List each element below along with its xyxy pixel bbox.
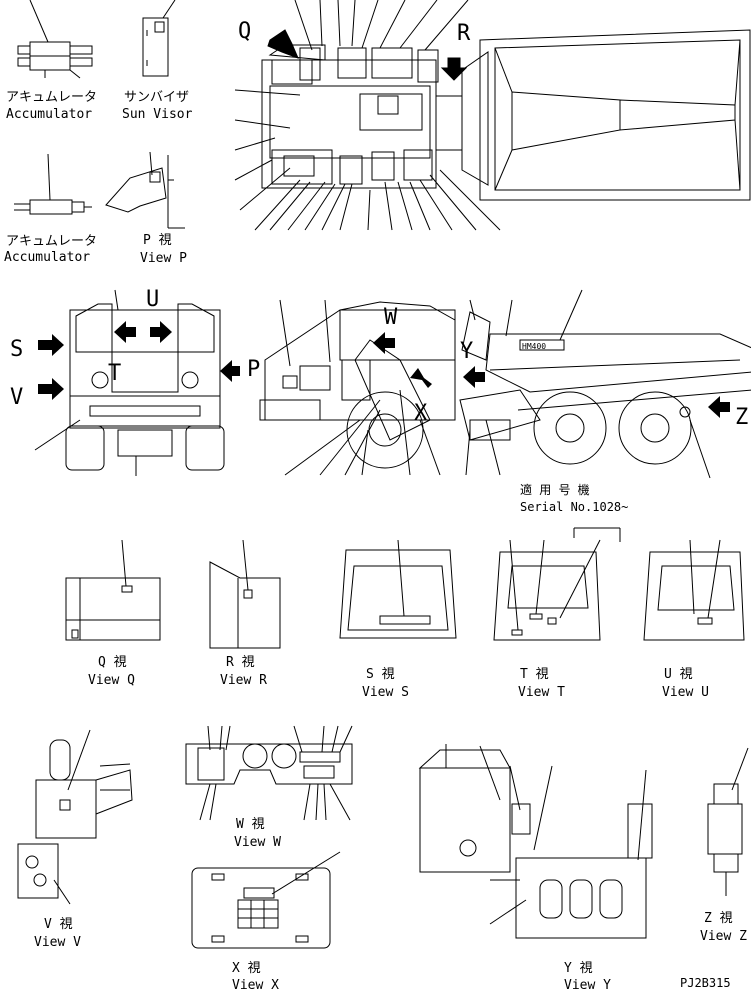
- view-z-en-label: View Z: [700, 929, 747, 944]
- view-letter-v: V: [10, 385, 23, 410]
- view-y-en-label: View Y: [564, 978, 611, 991]
- view-t-drawing: [493, 527, 621, 641]
- truck-side-view: HM400: [259, 289, 751, 479]
- view-v-en-label: View V: [34, 935, 81, 950]
- view-s-drawing: [339, 539, 457, 639]
- truck-front-view: [34, 289, 225, 476]
- view-w-drawing: [185, 725, 353, 821]
- view-letter-r: R: [457, 21, 471, 46]
- view-letter-s: S: [10, 337, 23, 362]
- arrow-r-icon: [440, 57, 468, 81]
- view-letter-z: Z: [735, 405, 748, 430]
- view-s-jp-label: S 視: [366, 667, 395, 682]
- view-t-en-label: View T: [518, 685, 565, 700]
- view-y-jp-label: Y 視: [564, 961, 593, 976]
- view-q-drawing: [65, 539, 161, 641]
- arrow-right-icon: [150, 321, 172, 343]
- truck-top-view: [234, 0, 751, 231]
- model-badge-text: HM400: [522, 342, 546, 351]
- view-z-jp-label: Z 視: [704, 911, 733, 926]
- view-letter-q: Q: [238, 19, 251, 44]
- sunvisor-part: [142, 0, 176, 77]
- accumulator2-jp-label: アキュムレータ: [6, 234, 97, 249]
- arrow-p-icon: [220, 360, 240, 382]
- view-letter-w: W: [384, 305, 398, 330]
- view-z-drawing: [707, 747, 749, 896]
- view-letter-t: T: [108, 361, 121, 386]
- view-p-en-label: View P: [140, 251, 187, 266]
- drawing-number: PJ2B315: [680, 976, 731, 990]
- arrow-y-icon: [463, 366, 485, 388]
- sunvisor-jp-label: サンバイザ: [124, 90, 189, 105]
- arrow-left-icon: [114, 321, 136, 343]
- accumulator2-en-label: Accumulator: [4, 250, 90, 265]
- view-w-en-label: View W: [234, 835, 281, 850]
- arrow-v-icon: [38, 378, 64, 400]
- view-x-jp-label: X 視: [232, 961, 261, 976]
- view-u-jp-label: U 視: [664, 667, 693, 682]
- view-y-drawing: [418, 744, 653, 939]
- view-x-drawing: [191, 851, 341, 949]
- view-v-drawing: [17, 729, 133, 905]
- view-w-jp-label: W 視: [236, 817, 265, 832]
- view-u-drawing: [643, 539, 745, 641]
- sunvisor-en-label: Sun Visor: [122, 107, 193, 122]
- serial-en-label: Serial No.1028~: [520, 500, 628, 514]
- view-t-jp-label: T 視: [520, 667, 549, 682]
- accumulator-top-part: [17, 0, 93, 79]
- view-r-jp-label: R 視: [226, 655, 255, 670]
- arrow-x-icon: [410, 368, 432, 388]
- view-p-jp-label: P 視: [143, 233, 172, 248]
- arrow-z-icon: [708, 396, 730, 418]
- view-s-en-label: View S: [362, 685, 409, 700]
- serial-jp-label: 適 用 号 機: [520, 482, 590, 497]
- accumulator-lower-part: [14, 153, 92, 215]
- view-p-drawing: [105, 151, 185, 229]
- view-q-jp-label: Q 視: [98, 655, 127, 670]
- direction-arrows: [38, 321, 730, 418]
- accumulator1-jp-label: アキュムレータ: [6, 90, 97, 105]
- model-badge: [519, 339, 565, 351]
- view-letter-p: P: [247, 357, 260, 382]
- view-letter-u: U: [146, 287, 159, 312]
- arrow-s-icon: [38, 334, 64, 356]
- view-q-en-label: View Q: [88, 673, 135, 688]
- view-r-drawing: [209, 539, 281, 649]
- accumulator1-en-label: Accumulator: [6, 107, 92, 122]
- view-x-en-label: View X: [232, 978, 279, 991]
- arrow-w-icon: [373, 332, 395, 354]
- view-r-en-label: View R: [220, 673, 267, 688]
- view-u-en-label: View U: [662, 685, 709, 700]
- view-v-jp-label: V 視: [44, 917, 73, 932]
